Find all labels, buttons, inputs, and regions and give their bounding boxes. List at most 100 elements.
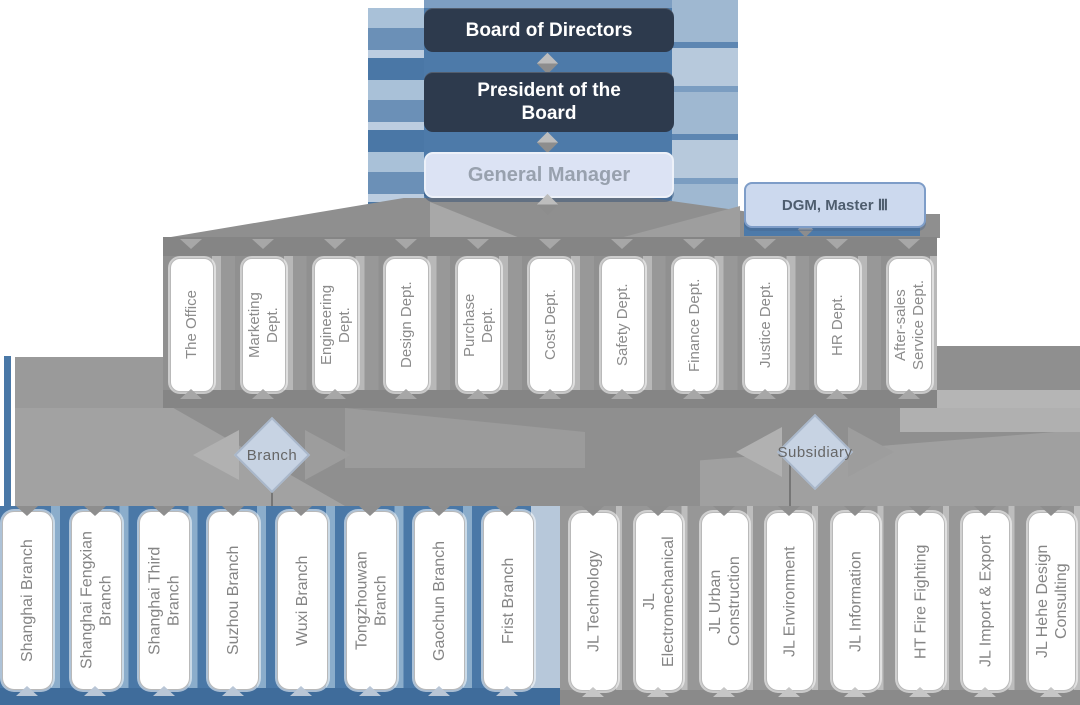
subsidiary-box-jl-electromechanical: JL Electromechanical [635, 512, 684, 691]
chevron-up-icon [290, 686, 313, 696]
ribbon-left-stripes [368, 8, 424, 234]
dept-box-design-dept: Design Dept. [385, 258, 430, 392]
chevron-up-icon [582, 687, 604, 697]
connector-shape [937, 390, 1080, 408]
branch-box-shanghai-fengxian-branch: Shanghai Fengxian Branch [70, 511, 122, 690]
chevron-down-icon [610, 239, 633, 249]
subsidiary-bottom-strip [560, 690, 1080, 705]
branch-box-shanghai-branch: Shanghai Branch [2, 511, 53, 690]
branch-box-tongzhouwan-branch: Tongzhouwan Branch [345, 511, 397, 690]
chevron-down-icon [84, 506, 107, 516]
chevron-up-icon [323, 389, 346, 399]
left-blue-accent-line [4, 356, 11, 506]
subsidiary-box-jl-hehe-design-consulting: JL Hehe Design Consulting [1027, 512, 1076, 691]
chevron-down-icon [778, 506, 801, 516]
subsidiary-group-text: Subsidiary [777, 443, 853, 461]
chevron-up-icon [1039, 687, 1062, 697]
chevron-down-icon [974, 506, 997, 516]
connector-shape [900, 408, 1080, 432]
arrow-left-icon [736, 427, 782, 477]
chevron-up-icon [539, 389, 561, 399]
chevron-up-icon [898, 389, 920, 399]
chevron-down-icon [359, 506, 381, 516]
chevron-down-icon [152, 506, 175, 516]
dept-box-hr-dept: HR Dept. [816, 258, 861, 392]
subsidiary-box-jl-import-export: JL Import & Export [962, 512, 1011, 691]
chevron-up-icon [84, 686, 107, 696]
branch-bottom-strip [0, 688, 560, 705]
dept-box-the-office: The Office [170, 258, 214, 392]
chevron-down-icon [180, 239, 202, 249]
chevron-up-icon [427, 686, 450, 696]
chevron-up-icon [682, 389, 705, 399]
chevron-down-icon [898, 239, 920, 249]
branch-group-label: Branch [187, 413, 357, 497]
chevron-down-icon [221, 506, 244, 516]
chevron-down-icon [1039, 506, 1062, 516]
president-box: President of the Board [424, 72, 674, 132]
branch-panel-light-column [531, 506, 560, 705]
chevron-up-icon [359, 686, 381, 696]
subsidiary-box-jl-information: JL Information [831, 512, 880, 691]
chevron-down-icon [826, 239, 849, 249]
dept-box-cost-dept: Cost Dept. [529, 258, 573, 392]
dept-box-engineering-dept: Engineering Dept. [313, 258, 358, 392]
dept-box-after-sales-service-dept: After-sales Service Dept. [888, 258, 932, 392]
chevron-up-icon [496, 686, 519, 696]
dept-box-safety-dept: Safety Dept. [600, 258, 645, 392]
chevron-down-icon [582, 506, 604, 516]
branch-box-wuxi-branch: Wuxi Branch [276, 511, 328, 690]
chevron-down-icon [539, 239, 561, 249]
chevron-down-icon [754, 239, 777, 249]
chevron-up-icon [15, 686, 38, 696]
chevron-up-icon [180, 389, 202, 399]
branch-panel: Shanghai Branch Shanghai Fengxian Branch S… [0, 506, 560, 705]
subsidiary-box-jl-environment: JL Environment [766, 512, 815, 691]
chevron-up-icon [467, 389, 490, 399]
dept-box-justice-dept: Justice Dept. [744, 258, 789, 392]
dept-box-purchase-dept: Purchase Dept. [457, 258, 502, 392]
chevron-up-icon [826, 389, 849, 399]
branch-group-text: Branch [246, 446, 298, 464]
branch-box-gaochun-branch: Gaochun Branch [414, 511, 466, 690]
chevron-down-icon [427, 506, 450, 516]
chevron-down-icon [909, 506, 931, 516]
chevron-down-icon [15, 506, 38, 516]
departments-row: The Office Marketing Dept. Engineering Dep… [163, 237, 937, 408]
dept-box-finance-dept: Finance Dept. [672, 258, 717, 392]
connector-shape [15, 357, 165, 408]
subsidiary-group-label: Subsidiary [730, 410, 900, 494]
chevron-down-icon [251, 239, 274, 249]
chevron-down-icon [323, 239, 346, 249]
chevron-up-icon [754, 389, 777, 399]
subsidiary-connector-line [789, 464, 791, 506]
chevron-down-icon [682, 239, 705, 249]
chevron-down-icon [712, 506, 735, 516]
branch-box-frist-branch: Frist Branch [482, 511, 534, 690]
chevron-down-icon [395, 239, 418, 249]
chevron-down-icon [647, 506, 670, 516]
chevron-up-icon [647, 687, 670, 697]
ribbon-right-stripes [672, 0, 738, 212]
chevron-down-icon [290, 506, 313, 516]
chevron-up-icon [778, 687, 801, 697]
departments-bottom-strip [163, 390, 937, 408]
dept-box-marketing-dept: Marketing Dept. [241, 258, 286, 392]
subsidiary-box-ht-fire-fighting: HT Fire Fighting [897, 512, 945, 691]
chevron-down-icon [496, 506, 519, 516]
general-manager-box: General Manager [424, 152, 674, 198]
chevron-down-icon [843, 506, 866, 516]
chevron-up-icon [610, 389, 633, 399]
arrow-right-icon [848, 427, 894, 477]
chevron-up-icon [251, 389, 274, 399]
arrow-left-icon [193, 430, 239, 480]
chevron-up-icon [712, 687, 735, 697]
branch-box-suzhou-branch: Suzhou Branch [208, 511, 260, 690]
arrow-right-icon [305, 430, 351, 480]
chevron-up-icon [152, 686, 175, 696]
subsidiary-box-jl-technology: JL Technology [570, 512, 618, 691]
chevron-up-icon [974, 687, 997, 697]
dgm-box: DGM, Master Ⅲ [744, 182, 926, 228]
board-of-directors-box: Board of Directors [424, 8, 674, 52]
